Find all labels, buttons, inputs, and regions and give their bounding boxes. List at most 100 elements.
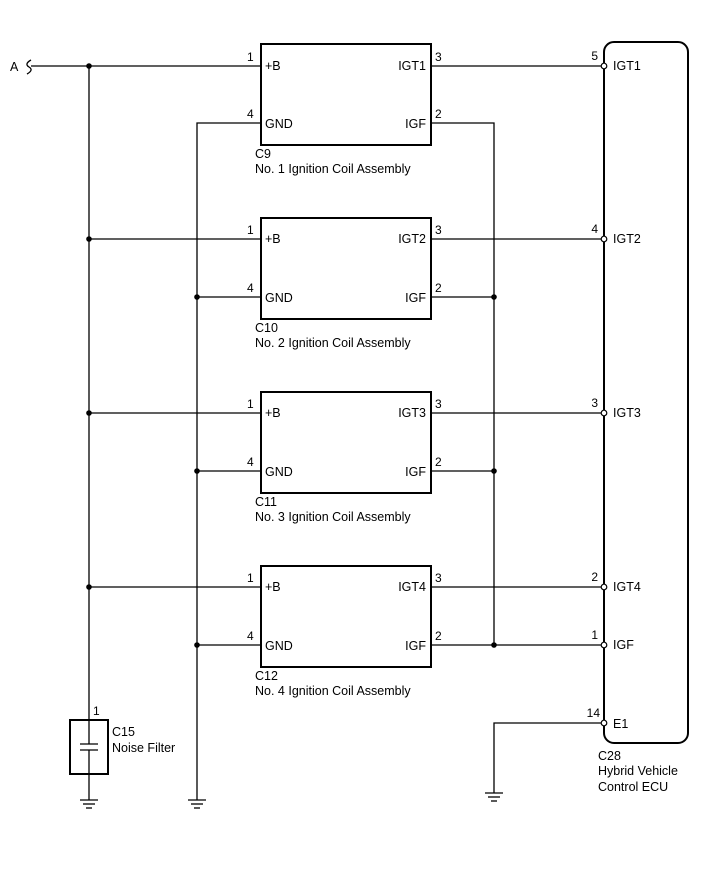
- ecu-name-line1: Hybrid Vehicle: [598, 764, 678, 778]
- pin-igt: 3: [435, 571, 442, 585]
- terminal-circle: [600, 583, 608, 591]
- pin-b: 1: [247, 223, 254, 237]
- ecu-c28: 5 IGT1 4 IGT2 3 IGT3 2 IGT4 1 IGF 14 E1: [587, 41, 689, 794]
- connector-id: C10: [255, 321, 278, 335]
- ground-bus: [194, 122, 261, 800]
- junction: [194, 294, 200, 300]
- coil-box: [260, 391, 432, 494]
- terminal-label: IGT4: [613, 580, 641, 594]
- pin-igf: 2: [435, 107, 442, 121]
- connector-id: C12: [255, 669, 278, 683]
- label-gnd: GND: [265, 117, 293, 131]
- pin-igf: 2: [435, 629, 442, 643]
- pin-igf: 2: [435, 281, 442, 295]
- terminal-label: IGT2: [613, 232, 641, 246]
- terminal-circle: [600, 409, 608, 417]
- junction: [194, 468, 200, 474]
- connector-id: C11: [255, 495, 277, 509]
- coil-c10: 1 4 3 2 +B GND IGT2 IGF C10 No. 2 Igniti…: [247, 217, 442, 350]
- label-igt: IGT1: [398, 59, 426, 73]
- pin-gnd: 4: [247, 281, 254, 295]
- coil-c9: 1 4 3 2 +B GND IGT1 IGF C9 No. 1 Ignitio…: [247, 43, 442, 176]
- label-b: +B: [265, 232, 281, 246]
- junction: [491, 468, 497, 474]
- label-b: +B: [265, 59, 281, 73]
- ecu-box: [603, 41, 689, 744]
- terminal-circle: [600, 641, 608, 649]
- ecu-name-line2: Control ECU: [598, 780, 668, 794]
- terminal-pin: 1: [591, 628, 598, 642]
- igf-bus: [431, 122, 604, 648]
- noise-filter-connector-id: C15: [112, 725, 135, 739]
- label-igf: IGF: [405, 117, 426, 131]
- pin-igt: 3: [435, 223, 442, 237]
- terminal-pin: 4: [591, 222, 598, 236]
- pin-igt: 3: [435, 397, 442, 411]
- coil-c11: 1 4 3 2 +B GND IGT3 IGF C11 No. 3 Igniti…: [247, 391, 442, 524]
- ecu-terminal-igt4: 2 IGT4: [591, 570, 641, 594]
- pin-b: 1: [247, 50, 254, 64]
- junction: [491, 642, 497, 648]
- terminal-pin: 5: [591, 49, 598, 63]
- pin-b: 1: [247, 571, 254, 585]
- coil-box: [260, 43, 432, 146]
- ground-icon: [188, 799, 206, 809]
- component-name: No. 3 Ignition Coil Assembly: [255, 510, 411, 524]
- pin-igf: 2: [435, 455, 442, 469]
- junction: [86, 63, 92, 69]
- label-igt: IGT3: [398, 406, 426, 420]
- ground-icon: [80, 799, 98, 809]
- junction: [491, 294, 497, 300]
- label-igt: IGT2: [398, 232, 426, 246]
- ground-icon: [485, 792, 503, 802]
- junction: [86, 584, 92, 590]
- noise-filter-name: Noise Filter: [112, 741, 175, 755]
- terminal-pin: 14: [587, 706, 601, 720]
- terminal-circle: [600, 62, 608, 70]
- pin-gnd: 4: [247, 629, 254, 643]
- pin-igt: 3: [435, 50, 442, 64]
- terminal-pin: 2: [591, 570, 598, 584]
- connector-id: C9: [255, 147, 271, 161]
- label-igf: IGF: [405, 291, 426, 305]
- power-bus: [31, 63, 261, 720]
- component-name: No. 1 Ignition Coil Assembly: [255, 162, 411, 176]
- coil-box: [260, 565, 432, 668]
- noise-filter-pin: 1: [93, 704, 100, 718]
- junction: [194, 642, 200, 648]
- component-name: No. 2 Ignition Coil Assembly: [255, 336, 411, 350]
- source-a-label: A: [10, 60, 19, 74]
- ecu-connector-id: C28: [598, 749, 621, 763]
- label-b: +B: [265, 580, 281, 594]
- label-igf: IGF: [405, 639, 426, 653]
- pin-gnd: 4: [247, 455, 254, 469]
- label-b: +B: [265, 406, 281, 420]
- terminal-circle: [600, 719, 608, 727]
- terminal-label: E1: [613, 717, 628, 731]
- e1-ground: [493, 722, 604, 793]
- ecu-terminal-igt2: 4 IGT2: [591, 222, 641, 246]
- terminal-label: IGF: [613, 638, 634, 652]
- junction: [86, 236, 92, 242]
- terminal-pin: 3: [591, 396, 598, 410]
- label-gnd: GND: [265, 465, 293, 479]
- terminal-circle: [600, 235, 608, 243]
- igt-lines: [431, 65, 604, 588]
- label-igt: IGT4: [398, 580, 426, 594]
- coil-box: [260, 217, 432, 320]
- label-gnd: GND: [265, 291, 293, 305]
- component-name: No. 4 Ignition Coil Assembly: [255, 684, 411, 698]
- terminal-label: IGT1: [613, 59, 641, 73]
- source-a: A: [10, 59, 32, 75]
- pin-gnd: 4: [247, 107, 254, 121]
- ecu-terminal-igt3: 3 IGT3: [591, 396, 641, 420]
- noise-filter-c15: 1 C15 Noise Filter: [69, 704, 175, 800]
- label-igf: IGF: [405, 465, 426, 479]
- label-gnd: GND: [265, 639, 293, 653]
- terminal-label: IGT3: [613, 406, 641, 420]
- coil-c12: 1 4 3 2 +B GND IGT4 IGF C12 No. 4 Igniti…: [247, 565, 442, 698]
- ecu-terminal-igf: 1 IGF: [591, 628, 634, 652]
- junction: [86, 410, 92, 416]
- ecu-terminal-e1: 14 E1: [587, 706, 629, 731]
